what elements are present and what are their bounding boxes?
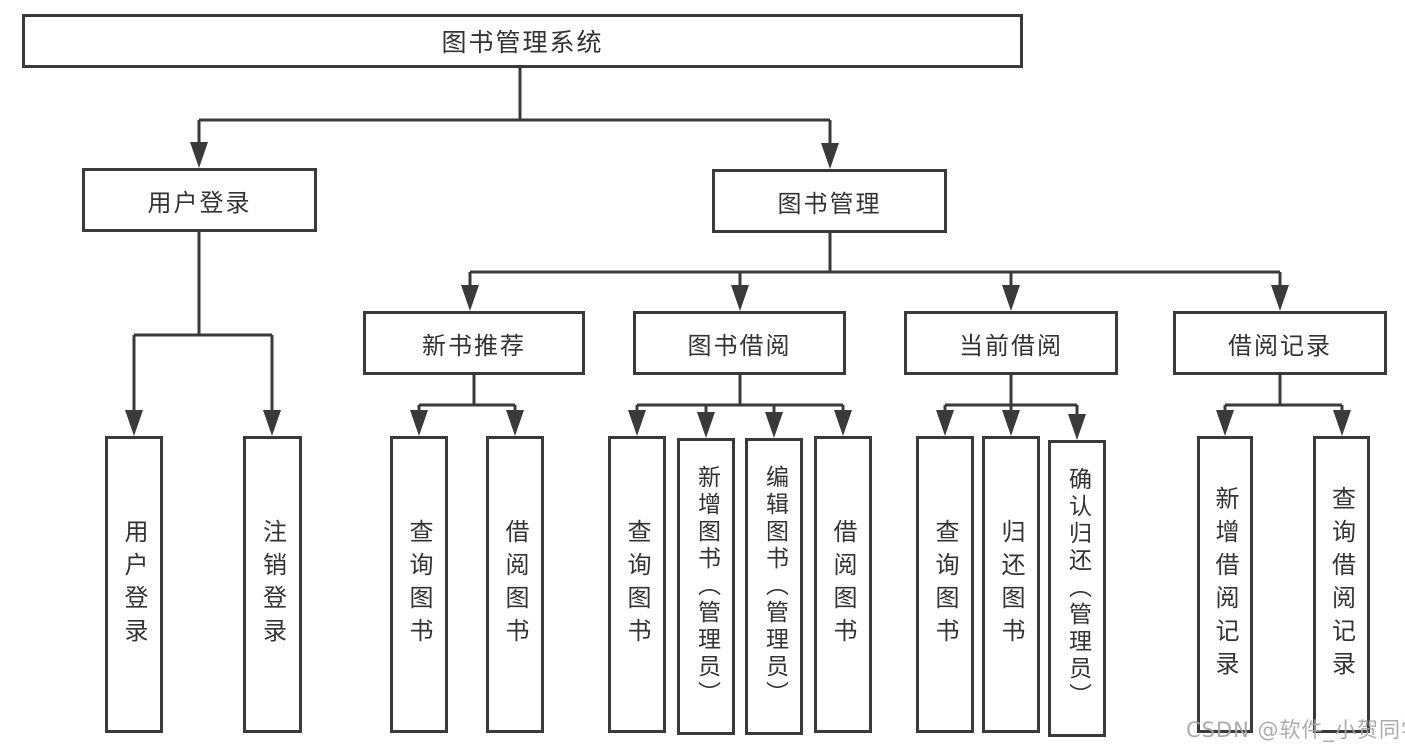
arrowhead	[410, 410, 428, 436]
arrowhead	[1068, 414, 1086, 440]
leaf-logout: 注销登录	[243, 436, 302, 733]
edge-lines	[417, 375, 517, 412]
leaf-borrow-books: 借阅图书	[814, 436, 872, 733]
edges-new-book	[410, 375, 524, 436]
node-label: 用户登录	[147, 188, 252, 217]
leaf-add-books-admin: 新增图书（管理员）	[677, 438, 735, 735]
leaf-query-borrow-record: 查询借阅记录	[1313, 436, 1370, 733]
edge-lines	[468, 233, 1282, 287]
arrowhead	[1002, 285, 1020, 311]
node-new-book-recommendation: 新书推荐	[363, 311, 585, 375]
edge-lines	[197, 68, 832, 145]
csdn-watermark: CSDN @软件_小贺同学	[1186, 718, 1405, 742]
edges-user-login	[125, 232, 281, 436]
node-book-borrowing: 图书借阅	[633, 311, 846, 375]
edges-book-mgmt	[461, 233, 1289, 311]
node-label: 查询图书	[931, 518, 959, 651]
edge-lines	[635, 375, 845, 412]
node-current-borrowing: 当前借阅	[904, 311, 1118, 375]
node-label: 借阅图书	[829, 518, 857, 651]
node-label: 借阅图书	[501, 518, 529, 651]
arrowhead	[1002, 410, 1020, 436]
arrowhead	[1216, 410, 1234, 436]
arrowhead	[506, 410, 524, 436]
node-label: 新增图书（管理员）	[693, 465, 720, 708]
node-label: 归还图书	[997, 518, 1025, 651]
edges-records	[1216, 375, 1351, 436]
node-book-management: 图书管理	[712, 169, 947, 233]
edge-lines	[943, 375, 1079, 414]
node-library-management-system: 图书管理系统	[22, 14, 1023, 68]
leaf-edit-books-admin: 编辑图书（管理员）	[745, 438, 803, 735]
arrowhead	[125, 410, 143, 436]
edges-current	[936, 375, 1086, 440]
edges-borrowing	[628, 375, 852, 438]
node-label: 图书管理系统	[441, 28, 604, 57]
arrowhead	[1271, 285, 1289, 311]
node-label: 图书管理	[777, 189, 882, 218]
leaf-borrow-books: 借阅图书	[486, 436, 544, 733]
arrowhead	[936, 410, 954, 436]
arrowhead	[461, 285, 479, 311]
arrowhead	[834, 410, 852, 436]
arrowhead	[821, 143, 839, 169]
arrowhead	[731, 285, 749, 311]
node-label: 当前借阅	[959, 331, 1063, 360]
leaf-return-books: 归还图书	[982, 436, 1040, 733]
node-user-login: 用户登录	[82, 168, 317, 232]
arrowhead	[765, 412, 783, 438]
node-label: 新增借阅记录	[1211, 485, 1239, 684]
leaf-query-books: 查询图书	[916, 436, 974, 733]
arrowhead	[1333, 410, 1351, 436]
node-label: 查询借阅记录	[1327, 485, 1356, 684]
leaf-query-books: 查询图书	[390, 436, 448, 733]
arrowhead	[628, 410, 646, 436]
node-label: 新书推荐	[422, 331, 526, 360]
leaf-add-borrow-record: 新增借阅记录	[1197, 436, 1253, 733]
node-label: 借阅记录	[1228, 331, 1332, 360]
node-label: 用户登录	[120, 518, 148, 651]
arrowhead	[697, 412, 715, 438]
edges-root	[190, 68, 839, 169]
node-label: 查询图书	[405, 518, 433, 651]
arrowhead	[190, 142, 208, 168]
edge-lines	[132, 232, 274, 412]
leaf-confirm-return-admin: 确认归还（管理员）	[1048, 440, 1106, 737]
node-label: 注销登录	[258, 518, 287, 651]
node-label: 图书借阅	[687, 331, 792, 360]
node-label: 编辑图书（管理员）	[761, 465, 788, 708]
leaf-query-books: 查询图书	[608, 436, 666, 733]
node-borrowing-records: 借阅记录	[1173, 311, 1387, 375]
node-label: 确认归还（管理员）	[1064, 467, 1091, 710]
node-label: 查询图书	[623, 518, 651, 651]
edge-lines	[1223, 375, 1344, 412]
leaf-user-login: 用户登录	[105, 436, 163, 733]
arrowhead	[263, 410, 281, 436]
